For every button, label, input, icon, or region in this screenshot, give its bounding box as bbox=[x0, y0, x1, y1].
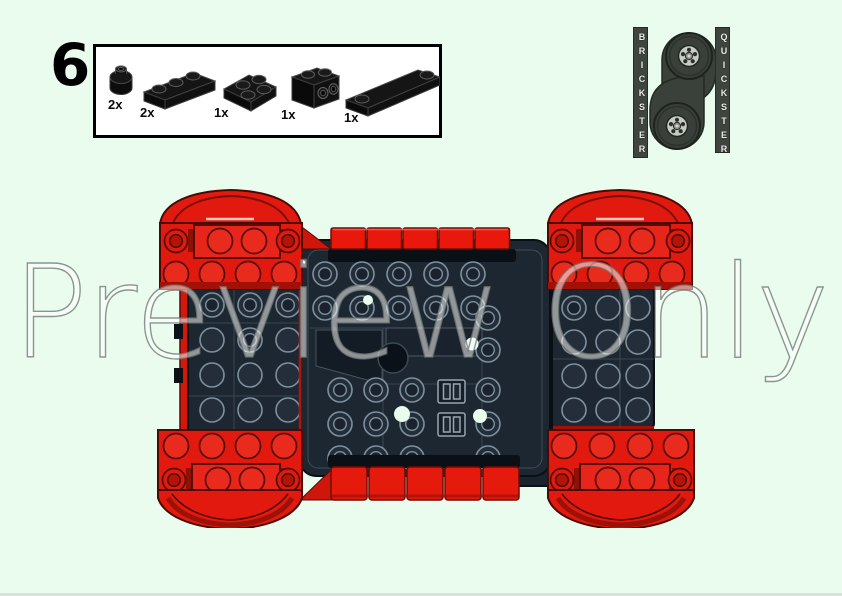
wheel-icon bbox=[653, 102, 701, 150]
part-quantity: 1x bbox=[281, 107, 296, 122]
wheel-icon bbox=[665, 32, 713, 80]
logo-bar-brickster: BRICKSTER bbox=[633, 27, 648, 158]
part-icon-plate-1x3 bbox=[142, 71, 217, 110]
fender-top-left bbox=[159, 188, 303, 290]
part-icon-plate-1x4-end-studs bbox=[344, 69, 440, 117]
fender-bottom-right bbox=[547, 429, 695, 528]
fender-bottom-left bbox=[157, 429, 303, 528]
model-illustration bbox=[157, 188, 695, 528]
logo-wheels-illustration bbox=[649, 32, 717, 150]
step-number: 6 bbox=[50, 31, 91, 99]
part-icon-plate-round-1x1 bbox=[109, 65, 133, 95]
part-icon-plate-2x2 bbox=[222, 74, 278, 112]
parts-box: 2x 2x 1x 1x 1x bbox=[93, 44, 442, 138]
fender-top-right bbox=[547, 188, 693, 290]
part-quantity: 1x bbox=[214, 105, 229, 120]
page-bottom-edge bbox=[0, 593, 842, 596]
part-quantity: 2x bbox=[108, 97, 123, 112]
logo-bar-quickster: QUICKSTER bbox=[715, 27, 730, 158]
part-quantity: 1x bbox=[344, 110, 359, 125]
brand-logo: BRICKSTER QUICKSTER bbox=[610, 10, 760, 170]
part-icon-brick-1x2-side-studs bbox=[290, 67, 341, 109]
part-quantity: 2x bbox=[140, 105, 155, 120]
parts-illustration bbox=[109, 65, 440, 117]
